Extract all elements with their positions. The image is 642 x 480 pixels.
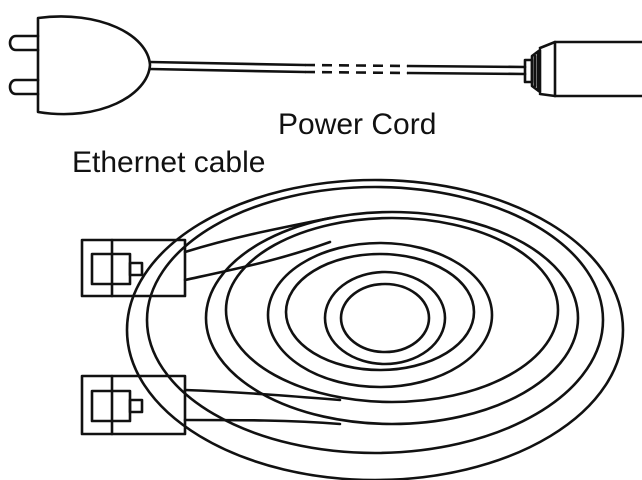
rj45-connector-icon <box>82 376 185 434</box>
ethernet-cable-lead-top <box>185 218 330 280</box>
rj45-connector-icon <box>82 240 185 296</box>
ethernet-cable-coil <box>127 180 623 480</box>
power-cord <box>10 16 642 114</box>
barrel-connector-icon <box>525 42 642 96</box>
power-plug-icon <box>10 16 150 114</box>
power-cord-wire-right <box>408 66 525 74</box>
ethernet-cable <box>82 180 623 480</box>
power-cord-label: Power Cord <box>278 110 436 140</box>
power-cord-wire-left <box>150 62 305 72</box>
ethernet-cable-label: Ethernet cable <box>72 148 265 178</box>
ethernet-cable-lead-bottom <box>185 390 340 424</box>
power-cord-break <box>305 65 408 73</box>
